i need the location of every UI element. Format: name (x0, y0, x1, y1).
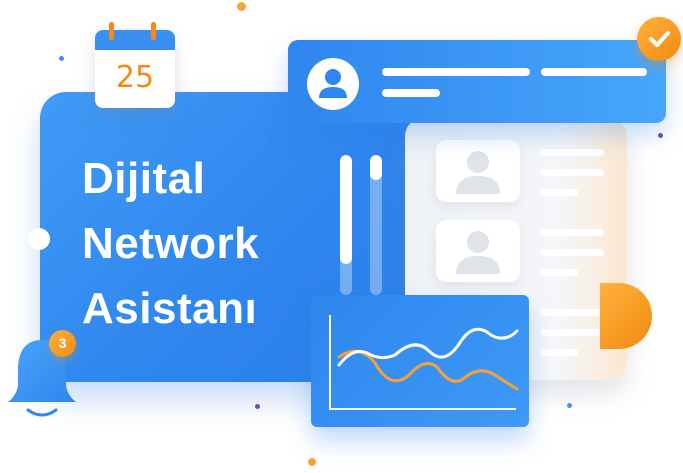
contact-thumbnail (436, 220, 520, 282)
line-chart-card (311, 295, 529, 427)
placeholder-text-line (540, 249, 604, 256)
placeholder-text-line (540, 189, 578, 196)
progress-bar (340, 155, 352, 295)
progress-bar-fill (340, 155, 352, 264)
placeholder-text-line (540, 309, 604, 316)
user-avatar-icon (319, 69, 347, 98)
profile-avatar (307, 58, 359, 110)
decor-dot (59, 56, 64, 61)
calendar-icon: 25 (95, 30, 175, 108)
decor-dot (308, 458, 316, 466)
contact-thumbnail (436, 140, 520, 202)
decor-dot (237, 2, 246, 11)
decor-dot (567, 403, 572, 408)
headline-line-1: Dijital (82, 154, 206, 203)
progress-bar (370, 155, 382, 295)
profile-detail-line (382, 89, 440, 97)
check-badge (637, 17, 681, 61)
placeholder-text-line (540, 349, 578, 356)
decor-dot (255, 404, 260, 409)
calendar-day: 25 (115, 60, 155, 95)
headline-line-2: Network (82, 219, 260, 268)
user-silhouette-icon (456, 151, 500, 194)
user-silhouette-icon (456, 231, 500, 274)
orange-accent-shape (600, 283, 652, 349)
chart-series-white (337, 327, 519, 367)
calendar-ring (109, 26, 114, 40)
placeholder-text-line (540, 329, 604, 336)
placeholder-text-line (540, 269, 578, 276)
placeholder-text-line (540, 229, 604, 236)
chart-axis (329, 315, 516, 410)
notification-count-badge: 3 (49, 330, 76, 357)
chart-series-orange (337, 349, 519, 391)
placeholder-text-line (540, 149, 604, 156)
calendar-ring (151, 26, 156, 40)
profile-name-line (382, 68, 530, 76)
progress-bar-fill (370, 155, 382, 180)
line-chart (329, 315, 519, 410)
placeholder-text-line (540, 169, 604, 176)
calendar-header (95, 30, 175, 50)
headline-line-3: Asistanı (82, 284, 258, 333)
check-icon (649, 31, 670, 47)
profile-name-line (541, 68, 647, 76)
ticket-notch (28, 228, 50, 250)
decor-dot (658, 133, 663, 138)
